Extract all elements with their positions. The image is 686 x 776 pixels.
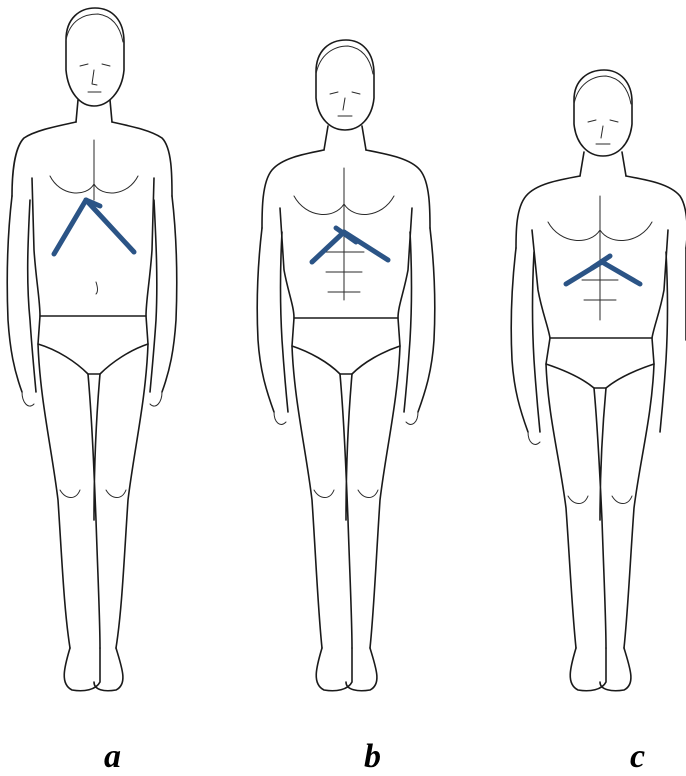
figure-c: [511, 70, 686, 691]
marker-a-left: [54, 200, 86, 254]
marker-a-right: [86, 200, 134, 252]
figure-a: [7, 8, 177, 691]
marker-b-left: [312, 232, 344, 262]
panel-label-a: a: [104, 740, 121, 774]
panel-label-c: c: [630, 740, 645, 774]
panel-label-b: b: [364, 740, 381, 774]
marker-c-right: [602, 262, 640, 284]
figure-b: [257, 40, 435, 691]
